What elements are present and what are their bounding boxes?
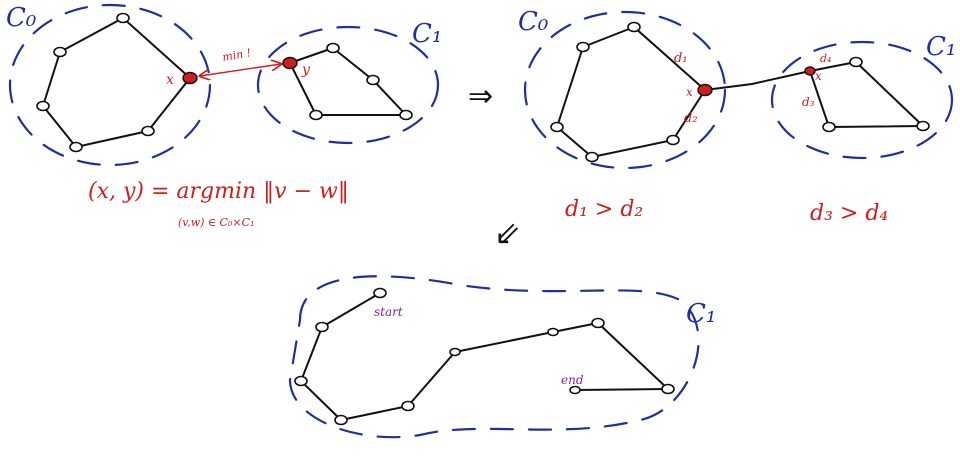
c0-node (576, 41, 590, 53)
cluster-c1-boundary (770, 40, 954, 160)
min-label: min ! (221, 46, 252, 64)
c1-node (326, 42, 340, 54)
c0-node (36, 100, 50, 112)
c0-node (116, 12, 130, 24)
merged-path (300, 292, 669, 421)
node-x-label: x (166, 72, 174, 88)
connector-edge (704, 70, 811, 91)
node-y-highlight (804, 66, 816, 76)
panel-3-merged-path: C₁ start end (288, 275, 716, 439)
node-x-highlight (182, 71, 198, 85)
cluster-c0-boundary (8, 3, 212, 167)
implies-arrow-down-left: ⇙ (494, 214, 521, 252)
condition-right: d₃ > d₄ (810, 201, 888, 226)
d3-label: d₃ (802, 95, 815, 109)
path-node (661, 383, 675, 395)
d1-label: d₁ (674, 51, 688, 66)
c1-node (366, 74, 380, 86)
cluster-c1-label: C₁ (412, 19, 442, 49)
path-node (294, 375, 308, 387)
cluster-c1-tour (809, 61, 924, 128)
path-node-end (569, 385, 581, 395)
c1-node (822, 121, 836, 133)
cluster-c0-boundary (523, 10, 727, 170)
argmin-subscript: (v,w) ∈ C₀×C₁ (178, 216, 254, 229)
cluster-c1-tour (289, 47, 407, 116)
c1-node (916, 120, 930, 132)
path-node (591, 317, 605, 329)
node-x-label: x (686, 85, 693, 99)
c0-node (141, 125, 155, 137)
argmin-formula: (x, y) = argmin ‖v − w‖ (88, 179, 349, 204)
path-node (401, 400, 415, 412)
panel-1-clusters-separate: C₀ C₁ x y min ! (x, y) = argmin ‖v − w‖ … (6, 3, 442, 229)
d4-label: d₄ (820, 52, 831, 65)
path-node-start (373, 287, 387, 299)
node-y-label: y (301, 62, 311, 78)
c0-node (585, 151, 599, 163)
node-y-highlight (282, 56, 298, 70)
c1-node (309, 109, 323, 121)
c0-node (666, 134, 680, 146)
path-node (547, 327, 559, 337)
condition-left: d₁ > d₂ (565, 197, 643, 222)
c1-node (849, 56, 863, 68)
merged-cluster-label: C₁ (686, 299, 716, 329)
path-node (315, 321, 329, 333)
c0-node (550, 121, 564, 133)
implies-arrow-right: ⇒ (468, 79, 493, 114)
cluster-c0-label: C₀ (518, 7, 549, 37)
merged-cluster-boundary (288, 275, 700, 439)
start-label: start (374, 305, 403, 319)
end-label: end (561, 373, 584, 387)
min-distance-arrow (200, 64, 281, 76)
cluster-c1-label: C₁ (926, 32, 956, 62)
c0-node (627, 21, 641, 33)
panel-2-endpoint-selection: C₀ C₁ d₁ d₂ x d₃ d₄ x d₁ > d₂ d₃ > d₄ (518, 7, 956, 226)
path-node (334, 414, 348, 426)
c0-node (69, 141, 83, 153)
c0-node (53, 46, 67, 58)
cluster-c1-boundary (256, 25, 440, 145)
node-x-highlight (697, 83, 713, 97)
c1-node (399, 109, 413, 121)
d2-label: d₂ (684, 111, 698, 126)
node-x2-label: x (815, 69, 822, 83)
path-node (449, 347, 461, 357)
merged-path-end-edge (574, 388, 669, 391)
cluster-c0-label: C₀ (6, 3, 37, 33)
